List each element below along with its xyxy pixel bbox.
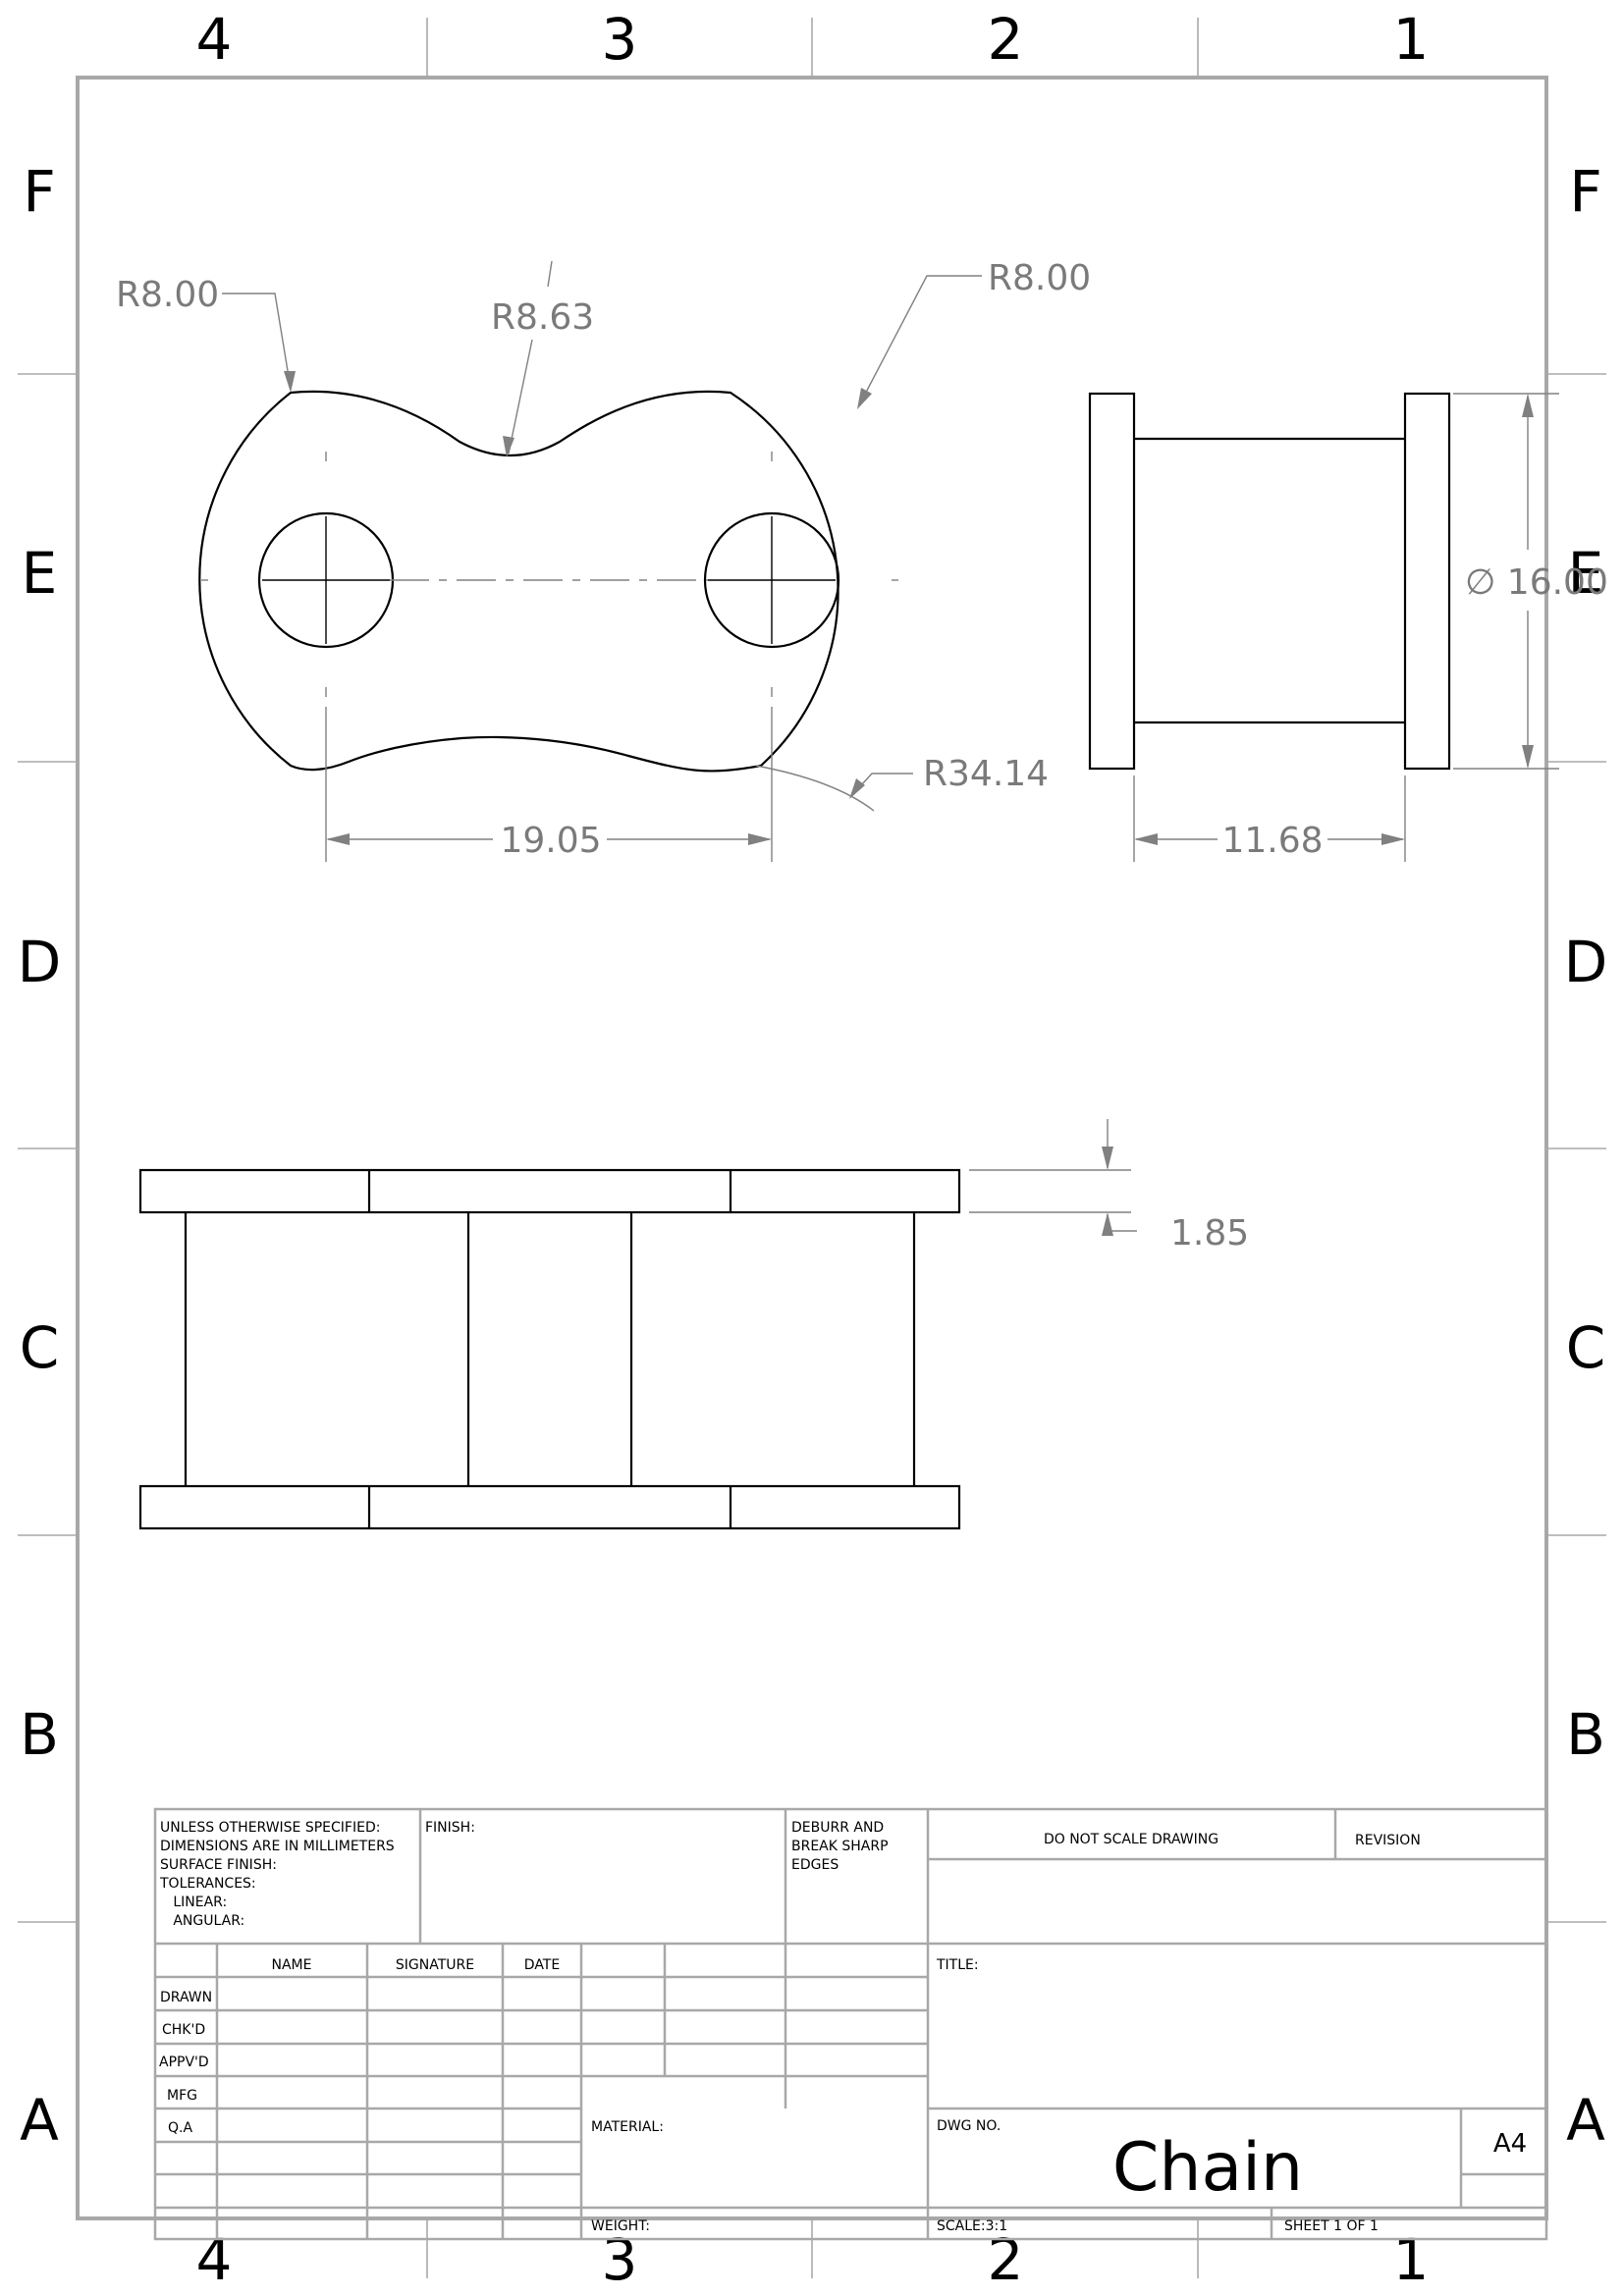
row-label-checked: CHK'D [162, 2022, 205, 2038]
arrowhead [849, 778, 865, 799]
arrowhead [857, 388, 872, 409]
title-block: UNLESS OTHERWISE SPECIFIED: DIMENSIONS A… [153, 1807, 1548, 2241]
zone-col-4-top: 4 [196, 6, 233, 73]
weight-label: WEIGHT: [591, 2218, 650, 2234]
header-signature: SIGNATURE [396, 1957, 474, 1973]
note-line: UNLESS OTHERWISE SPECIFIED: [160, 1820, 380, 1836]
arrowhead [1102, 1147, 1113, 1170]
zone-col-1-top: 1 [1393, 6, 1430, 73]
row-label-qa: Q.A [168, 2120, 192, 2136]
revision-label: REVISION [1355, 1833, 1421, 1848]
zone-col-3-top: 3 [602, 6, 638, 73]
zone-row-f-right: F [1569, 158, 1601, 225]
side-plate-right [1403, 392, 1451, 771]
top-plate-upper [138, 1168, 961, 1214]
header-name: NAME [272, 1957, 312, 1973]
note-line: ANGULAR: [160, 1913, 244, 1929]
deburr-line: EDGES [791, 1857, 839, 1873]
inner-border [76, 76, 1548, 2220]
arrowhead [1522, 394, 1534, 417]
arrowhead [1134, 833, 1158, 845]
sheet-size: A4 [1493, 2129, 1527, 2159]
deburr-line: BREAK SHARP [791, 1839, 889, 1854]
zone-col-1-bottom: 1 [1393, 2226, 1430, 2293]
zone-row-c-left: C [20, 1314, 60, 1381]
zone-row-d-left: D [18, 929, 62, 995]
link-plate-outline [198, 390, 839, 773]
arrowhead [748, 833, 772, 845]
zone-row-e-right: E [1568, 540, 1604, 607]
leader-radius-mid [508, 339, 533, 454]
arrowhead [1381, 833, 1405, 845]
zone-row-a-left: A [20, 2087, 59, 2154]
side-view [1088, 392, 1451, 771]
sheet-frame [18, 18, 1606, 2278]
top-view-dimensions: 1.85 [969, 1119, 1249, 1254]
note-line: LINEAR: [160, 1895, 227, 1910]
finish-label: FINISH: [425, 1820, 475, 1836]
zone-row-a-right: A [1566, 2087, 1605, 2154]
dim-diameter: ∅ 16.00 [1465, 562, 1608, 603]
note-line: TOLERANCES: [159, 1876, 256, 1892]
dim-width: 11.68 [1221, 821, 1323, 861]
zone-col-2-top: 2 [988, 6, 1024, 73]
arc-extension [755, 765, 875, 812]
front-view-dimensions: R8.00 R8.63 R8.00 R34.14 19.05 [116, 258, 1091, 862]
zone-row-e-left: E [22, 540, 58, 607]
zone-col-2-bottom: 2 [988, 2226, 1024, 2293]
top-view [138, 1168, 961, 1530]
note-line: SURFACE FINISH: [160, 1857, 277, 1873]
dim-thickness: 1.85 [1170, 1213, 1249, 1254]
sheet-count: SHEET 1 OF 1 [1284, 2218, 1379, 2234]
dim-radius-mid: R8.63 [491, 297, 594, 338]
arrowhead [503, 436, 514, 457]
zone-labels: 4 3 2 1 4 3 2 1 F E D C B A F E D C B A [18, 6, 1608, 2293]
row-label-mfg: MFG [167, 2088, 197, 2104]
zone-col-4-bottom: 4 [196, 2226, 233, 2293]
zone-row-c-right: C [1566, 1314, 1606, 1381]
dim-radius-left: R8.00 [116, 275, 219, 315]
leader-radius-left [222, 293, 292, 390]
row-label-drawn: DRAWN [160, 1990, 212, 2005]
zone-col-3-bottom: 3 [602, 2226, 638, 2293]
header-date: DATE [524, 1957, 560, 1973]
do-not-scale-label: DO NOT SCALE DRAWING [1044, 1832, 1218, 1847]
material-label: MATERIAL: [591, 2119, 664, 2135]
deburr-line: DEBURR AND [791, 1820, 884, 1836]
title-label: TITLE: [936, 1957, 979, 1973]
top-plate-lower [138, 1484, 961, 1530]
side-view-dimensions: ∅ 16.00 11.68 [1133, 393, 1608, 862]
dim-radius-bottom: R34.14 [923, 754, 1049, 794]
pin-hole-right [703, 511, 840, 649]
arrowhead [1522, 745, 1534, 769]
note-line: DIMENSIONS ARE IN MILLIMETERS [160, 1839, 395, 1854]
front-view [198, 390, 898, 773]
zone-row-b-right: B [1566, 1701, 1605, 1768]
dwg-no-label: DWG NO. [937, 2118, 1001, 2134]
row-label-approved: APPV'D [159, 2055, 209, 2070]
scale-label: SCALE:3:1 [937, 2218, 1007, 2234]
leader-radius-mid-top [547, 260, 553, 288]
dim-pitch: 19.05 [500, 821, 601, 861]
leader-radius-right [858, 275, 982, 406]
arrowhead [1102, 1212, 1113, 1236]
arrowhead [284, 371, 296, 393]
zone-row-d-right: D [1564, 929, 1608, 995]
drawing-name: Chain [1112, 2129, 1303, 2207]
arrowhead [326, 833, 350, 845]
title-block-frame [153, 1807, 1548, 2241]
zone-row-b-left: B [20, 1701, 59, 1768]
side-plate-left [1088, 392, 1136, 771]
zone-row-f-left: F [23, 158, 55, 225]
dim-radius-right: R8.00 [988, 258, 1091, 298]
